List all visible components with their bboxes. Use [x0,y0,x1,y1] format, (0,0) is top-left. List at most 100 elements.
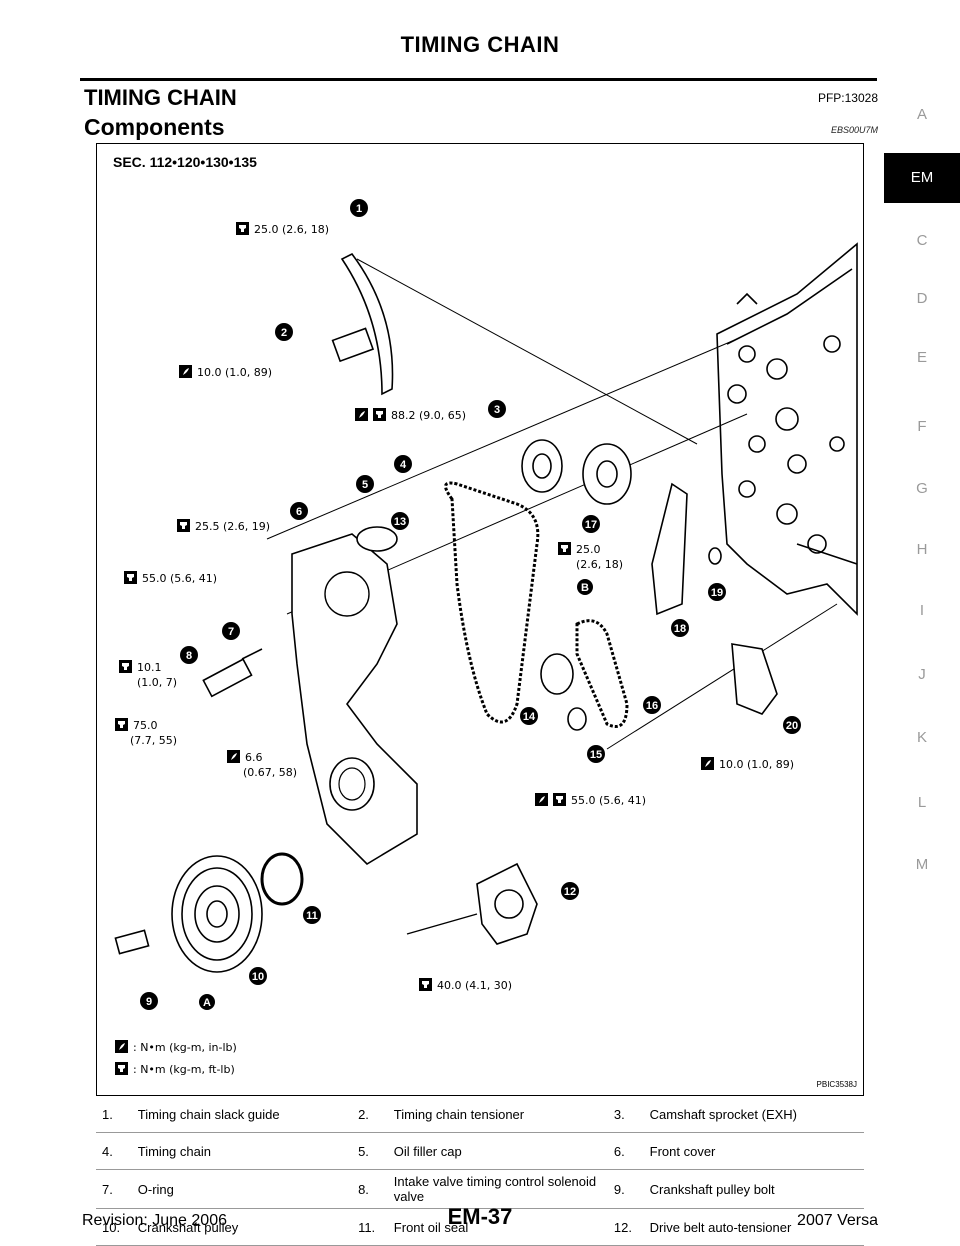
svg-text:6: 6 [296,506,302,518]
svg-text:17: 17 [585,519,597,531]
tab-e[interactable]: E [916,349,927,366]
callout-18: 18 [671,619,689,637]
camshaft-sprocket-exh [521,439,563,493]
tab-h[interactable]: H [916,541,928,558]
part-name: Camshaft sprocket (EXH) [645,1096,864,1133]
torque-label: 25.0 (2.6, 18) [254,223,329,236]
subsection-title: Components [84,114,225,140]
torque-label: 25.0 [576,543,601,556]
torque-label: 10.1 [137,661,162,674]
front-cover [291,533,418,866]
legend-ft-lb: : N•m (kg-m, ft-lb) [133,1063,235,1076]
part-name: Timing chain tensioner [389,1096,608,1133]
front-oil-seal [260,852,304,906]
callout-10: 10 [249,967,267,985]
section-title: TIMING CHAIN [84,85,237,110]
part-number: 4. [96,1132,134,1170]
svg-text:B: B [581,582,589,594]
chain-tensioner [331,327,375,363]
svg-text:20: 20 [786,720,798,732]
svg-text:1: 1 [356,203,362,215]
torque-label: 10.0 (1.0, 89) [719,758,794,771]
section-code: PFP:13028 [817,91,878,105]
callout-8: 8 [180,646,198,664]
engine-block [716,242,858,616]
sec-reference: SEC. 112•120•130•135 [113,154,257,170]
part-number: 2. [352,1096,390,1133]
svg-text:4: 4 [400,459,407,471]
callout-7: 7 [222,622,240,640]
tension-guide [651,482,688,616]
tab-j[interactable]: J [918,666,926,683]
torque-label: 6.6 [245,751,263,764]
part-number: 8. [352,1169,390,1209]
torque-label: (2.6, 18) [576,558,623,571]
torque-label: (7.7, 55) [130,734,177,747]
svg-text:2: 2 [281,327,287,339]
tab-f[interactable]: F [917,418,927,435]
svg-text:15: 15 [590,749,602,761]
crankshaft-pulley-bolt [114,929,150,955]
tab-a[interactable]: A [916,106,927,123]
revision-date: Revision: June 2006 [82,1212,227,1229]
part-number: 5. [352,1132,390,1170]
tab-l[interactable]: L [917,794,927,811]
oil-pump-sprocket [567,707,587,731]
tab-d[interactable]: D [916,290,928,307]
callout-20: 20 [783,716,801,734]
parts-list-table: 1. Timing chain slack guide 2. Timing ch… [96,1096,864,1246]
part-name: O-ring [133,1169,353,1209]
part-name: Drive belt auto-tensioner [645,1208,864,1246]
model-year: 2007 Versa [797,1212,878,1229]
tab-i[interactable]: I [919,602,925,619]
tab-em[interactable]: EM [884,153,960,203]
slack-guide [340,252,394,396]
tab-k[interactable]: K [916,729,927,746]
torque-specs: 25.0 (2.6, 18) 10.0 (1.0, 89) 88.2 (9.0,… [115,222,794,992]
tab-c[interactable]: C [916,232,928,249]
part-callouts: 1 2 3 4 5 6 7 8 9 10 11 12 13 14 15 16 1… [140,199,801,1010]
part-number: 9. [607,1169,646,1209]
table-row: 10. Crankshaft pulley 11. Front oil seal… [96,1208,864,1246]
part-name: Intake valve timing control solenoid val… [389,1169,608,1209]
svg-text:11: 11 [306,910,318,922]
tab-m[interactable]: M [915,856,929,873]
svg-text:19: 19 [711,587,723,599]
part-number: 6. [607,1132,646,1170]
torque-label: 40.0 (4.1, 30) [437,979,512,992]
legend-in-lb: : N•m (kg-m, in-lb) [133,1041,237,1054]
svg-text:16: 16 [646,700,658,712]
chain-guide-bracket [731,643,778,715]
part-number: 3. [607,1096,646,1133]
page-number: EM-37 [447,1204,513,1229]
part-name: Front oil seal [389,1208,608,1246]
svg-text:10: 10 [252,971,264,983]
subsection-code: EBS00U7M [830,125,878,135]
svg-text:12: 12 [564,886,576,898]
svg-text:18: 18 [674,623,686,635]
part-name: Front cover [645,1132,864,1170]
part-number: 1. [96,1096,134,1133]
callout-19: 19 [708,583,726,601]
torque-legend: : N•m (kg-m, in-lb) : N•m (kg-m, ft-lb) [115,1040,237,1076]
callout-5: 5 [356,475,374,493]
svg-text:A: A [203,997,211,1009]
part-number: 12. [607,1208,646,1246]
part-name: Crankshaft pulley bolt [645,1169,864,1209]
part-number: 11. [352,1208,390,1246]
svg-text:3: 3 [494,404,500,416]
svg-text:14: 14 [523,711,536,723]
callout-11: 11 [303,906,321,924]
torque-label: 75.0 [133,719,158,732]
callout-12: 12 [561,882,579,900]
tab-g[interactable]: G [916,480,928,497]
svg-text:8: 8 [186,650,192,662]
table-row: 7. O-ring 8. Intake valve timing control… [96,1169,864,1209]
drive-belt-auto-tensioner [476,862,538,945]
callout-17: 17 [582,515,600,533]
svg-text:7: 7 [228,626,234,638]
solenoid-valve [202,648,263,698]
callout-13: 13 [391,512,409,530]
callout-2: 2 [275,323,293,341]
components-diagram: SEC. 112•120•130•135 [96,143,864,1096]
